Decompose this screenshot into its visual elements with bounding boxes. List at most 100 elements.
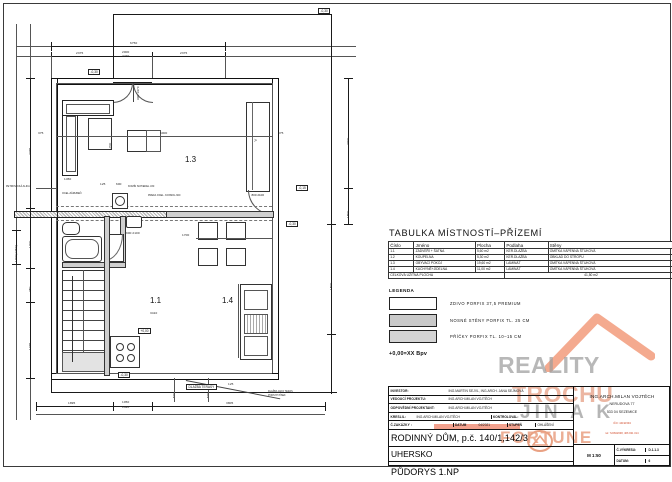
tb-key-datum2: DATUM:	[615, 459, 645, 463]
partition-bathroom-bottom	[62, 262, 126, 268]
tb-key-zakazka: Č.ZAKÁZKY :	[389, 423, 425, 427]
legend-swatch-pricky	[389, 330, 437, 343]
right-info-column: TABULKA MÍSTNOSTÍ–PŘÍZEMÍ Číslo Jméno Pl…	[388, 228, 668, 357]
tb-drawing-name: PŮDORYS 1.NP	[389, 467, 459, 477]
level-tag-000: +0,00	[138, 328, 151, 334]
tb-project-name-row: RODINNÝ DŮM, p.č. 140/1,142/3	[389, 430, 573, 447]
total-label: CELKOVÁ UŽITNÁ PLOCHA	[389, 273, 505, 279]
tb-key-kreslil: KRESLIL:	[389, 415, 415, 419]
tb-key-kontroloval: KONTROLOVAL:	[491, 415, 538, 419]
level-tag-right-1: -0,15	[296, 185, 308, 191]
tb-key-vedouci: VEDOUCÍ PROJEKTU:	[389, 397, 447, 401]
staircase-landing	[62, 352, 106, 372]
tb-value-datum: 04/2021	[477, 423, 507, 427]
furniture-chair-3	[198, 248, 218, 266]
tb-project-location-row: UHERSKO	[389, 447, 573, 462]
room-tag-900: 900 2100	[126, 231, 140, 235]
col-header-plocha: Plocha	[475, 242, 504, 249]
outer-wall-right	[272, 78, 279, 380]
outer-wall-bottom	[51, 373, 279, 380]
col-header-steny: Stěny	[548, 242, 672, 249]
note-konsol: PREFA.OCEL. KONSOL.600	[148, 194, 180, 197]
legend-item: PŘÍČKY PORFIX TL. 10–15 CM	[388, 330, 668, 343]
tb-row-kreslil: KRESLIL: ING.ARCH.MILAN VOJTĚCH KONTROLO…	[389, 413, 573, 422]
door-tag-800-2100: 800 2100	[250, 192, 266, 197]
note-chimney: KOMÍN SCHIEDEL UNI	[128, 185, 154, 188]
note-zaruben: OCEL.ZÁRUBEŇ	[62, 192, 81, 195]
dim-left-750: 750	[28, 287, 32, 292]
dim-top-overall: 6750	[130, 41, 137, 45]
datum-note: +0,00=XX Bpv	[389, 351, 668, 357]
dim-right-1800: 1800	[346, 211, 350, 218]
tb-row-projektant: ODPOVĚDNÍ PROJEKTANT: ING.ARCH.MILAN VOJ…	[389, 404, 573, 413]
legend-swatch-nosne	[389, 314, 437, 327]
room-table-title: TABULKA MÍSTNOSTÍ–PŘÍZEMÍ	[389, 228, 668, 238]
tb-value-kreslil: ING.ARCH.MILAN VOJTĚCH	[415, 415, 491, 419]
legend-label-nosne: NOSNÉ STĚNY PORFIX TL. 25 CM	[450, 318, 530, 323]
scale-and-number-box: M 1:50 Č.VÝKRESU: D.1.1.3 DATUM: 6	[574, 444, 670, 465]
level-tag-roof: -0,30	[318, 8, 330, 14]
tb-key-datum: DATUM	[453, 423, 478, 427]
dim-top-seg-3: 2375	[180, 51, 187, 55]
dim-top-sub: 2270	[122, 54, 129, 58]
furniture-cooktop	[244, 314, 268, 334]
tb-value-vedouci: ING.ARCH.MILAN VOJTĚCH	[447, 397, 574, 401]
architect-ico: IČO: 44191594	[574, 422, 670, 426]
legend-title: LEGENDA	[389, 288, 668, 293]
level-tag-top-left: -0,30	[88, 69, 100, 75]
architect-tel: tel: 722842638, 466 931 314	[574, 432, 670, 436]
dim-right-1500: 1500	[329, 283, 333, 290]
furniture-stove	[110, 336, 140, 368]
dim-125-a: 125	[100, 182, 105, 186]
table-header-row: Číslo Jméno Plocha Podlaha Stěny	[389, 242, 672, 249]
furniture-sink	[244, 290, 268, 310]
furniture-chair-4	[226, 248, 246, 266]
tb-row-vedouci: VEDOUCÍ PROJEKTU: ING.ARCH.MILAN VOJTĚCH	[389, 396, 573, 405]
dim-inner-6000: 6000	[160, 131, 167, 135]
floor-plan-drawing: 6750 2375 2000 2270 2375 -0,30 -0,30	[0, 0, 380, 430]
dim-bottom-1050: 1050	[122, 400, 129, 404]
col-header-jmeno: Jméno	[414, 242, 475, 249]
col-header-cislo: Číslo	[389, 242, 414, 249]
screenshot-root: 6750 2375 2000 2270 2375 -0,30 -0,30	[0, 0, 672, 468]
tb-project-location: UHERSKO	[389, 449, 432, 459]
fixture-toilet	[62, 222, 80, 235]
dim-125-b: 125	[228, 382, 233, 386]
dim-left-4225: 4225	[28, 148, 32, 155]
dim-bottom-1895: 1895	[68, 401, 75, 405]
dim-top-seg-1: 2375	[76, 51, 83, 55]
room-number-1-1: 1.1	[150, 296, 161, 305]
door-tag-entry: 900 1970	[136, 86, 140, 100]
tb-value-stupen: OHLÁŠENÍ	[535, 423, 573, 427]
interior-wall-horizontal	[56, 211, 168, 218]
room-number-1-3: 1.3	[185, 155, 196, 164]
architect-street: NERUDOVA 77	[574, 402, 670, 407]
level-tag-right-2: -0,30	[286, 221, 298, 227]
drawing-scale: M 1:50	[574, 445, 614, 465]
legend-item: ZDIVO PORFIX 37,5 PREMIUM	[388, 297, 668, 310]
title-block: INVESTOR: ING.MARTIN SEJVL, ING.ARCH. JA…	[388, 386, 670, 466]
legend-label-zdivo: ZDIVO PORFIX 37,5 PREMIUM	[450, 301, 521, 306]
room-schedule-table: Číslo Jméno Plocha Podlaha Stěny 1.1 ZÁD…	[388, 241, 672, 279]
dim-inner-3410: 3410	[150, 311, 157, 315]
terrace-tag: DLAŽBA TERASY	[186, 384, 217, 390]
furniture-tv-unit	[246, 102, 270, 192]
total-value: 41,50 m2	[505, 273, 672, 279]
tb-value-datum2: 6	[645, 459, 671, 463]
fixture-washbasin	[126, 216, 142, 228]
tb-value-vykres: D.1.1.3	[645, 448, 671, 452]
dim-left-1725: 1725	[28, 343, 32, 350]
dim-inner-1700: 1700	[108, 143, 112, 150]
dim-inner-600: 600	[116, 182, 121, 186]
partition-wall-1	[166, 211, 274, 218]
table-total-row: CELKOVÁ UŽITNÁ PLOCHA 41,50 m2	[389, 273, 672, 279]
col-header-podlaha: Podlaha	[505, 242, 548, 249]
legend-swatch-zdivo	[389, 297, 437, 310]
dim-bottom-sub: 1420	[122, 405, 129, 409]
title-block-left: INVESTOR: ING.MARTIN SEJVL, ING.ARCH. JA…	[389, 387, 573, 465]
dim-inner-1450: 1450	[64, 177, 71, 181]
dim-right-2700: 2700	[346, 138, 350, 145]
dim-inner-1700b: 1700	[182, 233, 189, 237]
dim-wall-left-375: 375	[38, 131, 43, 135]
